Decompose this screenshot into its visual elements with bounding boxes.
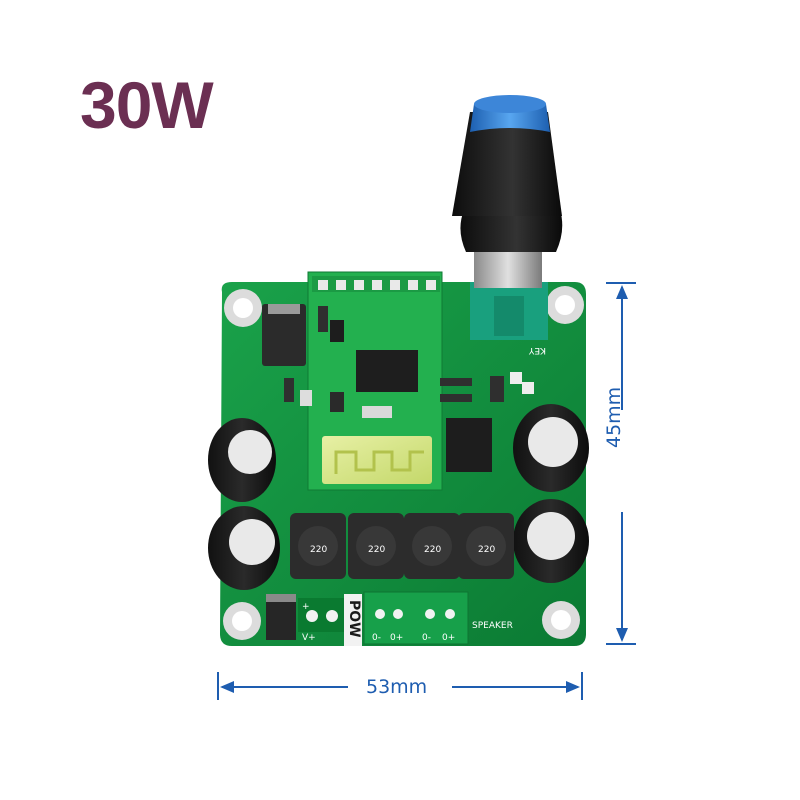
bluetooth-antenna — [322, 436, 432, 484]
inductor-2: 220 — [348, 513, 404, 579]
speaker-pin-2: 0+ — [390, 633, 403, 643]
plus-label: + — [302, 602, 310, 612]
speaker-label: SPEAKER — [472, 621, 513, 631]
power-pads — [298, 598, 346, 632]
volume-knob — [460, 210, 563, 252]
inductor-3: 220 — [404, 513, 460, 579]
capacitor-bottom-right — [513, 499, 589, 583]
height-dimension-line — [606, 282, 636, 645]
mounting-hole-bottom-right — [542, 601, 580, 639]
capacitor-top-left — [208, 418, 276, 502]
key-label: KEY — [528, 345, 546, 355]
mounting-hole-top-right — [546, 286, 584, 324]
width-dimension-label: 53mm — [366, 676, 428, 698]
vplus-label: V+ — [302, 633, 316, 643]
amplifier-ic — [446, 418, 492, 472]
speaker-pin-1: 0- — [372, 633, 381, 643]
regulator-chip — [262, 304, 306, 366]
power-rating-title: 30W — [80, 68, 214, 142]
pow-label: POW — [346, 600, 362, 638]
inductor-label: 220 — [368, 545, 385, 555]
width-dimension-line — [217, 672, 583, 700]
inductor-label: 220 — [424, 545, 441, 555]
mounting-hole-bottom-left — [223, 602, 261, 640]
speaker-pin-3: 0- — [422, 633, 431, 643]
inductor-4: 220 — [458, 513, 514, 579]
capacitor-top-right — [513, 404, 589, 492]
inductor-1: 220 — [290, 513, 346, 579]
height-dimension-label: 45mm — [603, 386, 625, 448]
inductor-label: 220 — [478, 545, 495, 555]
inductor-label: 220 — [310, 545, 327, 555]
mounting-hole-top-left — [224, 289, 262, 327]
module-ic — [356, 350, 418, 392]
capacitor-bottom-left — [208, 506, 280, 590]
module-header-pins — [312, 276, 440, 292]
speaker-pin-4: 0+ — [442, 633, 455, 643]
smd-parts — [284, 306, 534, 406]
